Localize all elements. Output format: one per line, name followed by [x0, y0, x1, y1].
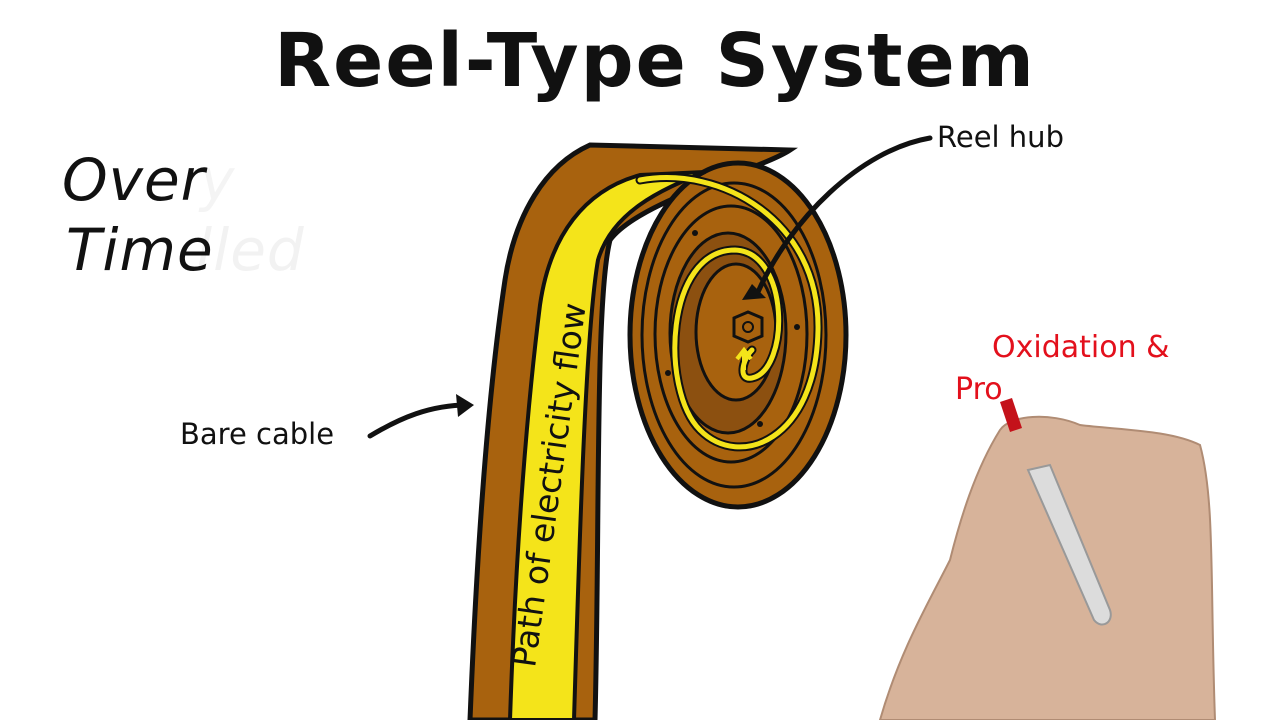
handwriting-line-2: Pro: [955, 372, 1003, 407]
side-text-time: Time: [66, 216, 214, 284]
side-text-over: Over: [62, 146, 206, 214]
reel-hub-arrow: [755, 135, 933, 295]
faded-text: y: [200, 146, 236, 214]
conductor-stripe: [507, 170, 706, 720]
reel-hub-label: Reel hub: [937, 120, 1064, 154]
bare-cable-label: Bare cable: [180, 417, 335, 451]
reel-hub-nut: [732, 310, 764, 344]
bare-cable-arrow: [367, 402, 471, 439]
page-title: Reel-Type System: [274, 18, 1036, 104]
handwriting-line-1: Oxidation &: [992, 330, 1170, 365]
hand-with-marker: [878, 398, 1217, 720]
faded-text: lled: [196, 216, 305, 284]
